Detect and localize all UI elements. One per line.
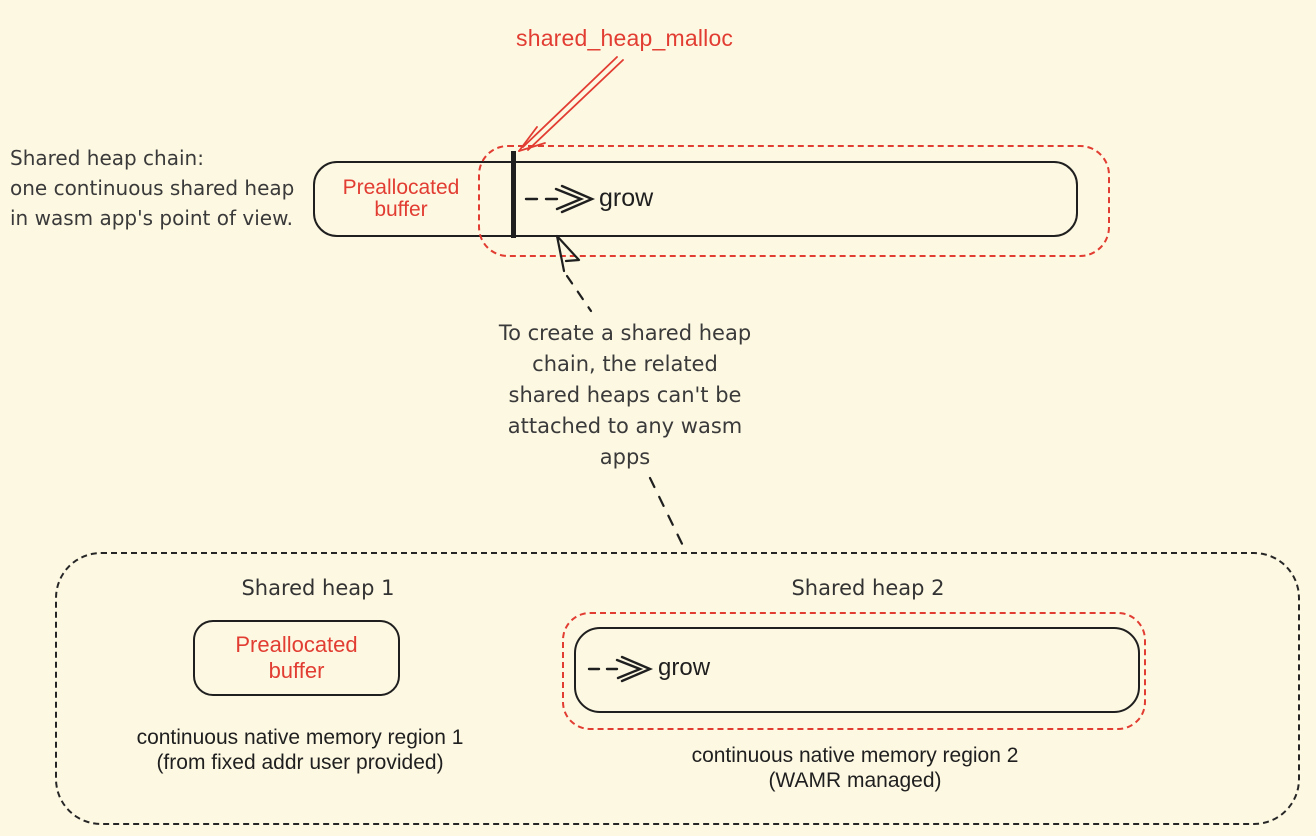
wamr-managed-region-outline-bottom xyxy=(562,612,1146,730)
note-line-5: apps xyxy=(599,445,651,469)
chain-creation-note: To create a shared heap chain, the relat… xyxy=(485,318,765,473)
shared-heap-1-title: Shared heap 1 xyxy=(241,576,395,600)
description-line-2: one continuous shared heap xyxy=(10,176,295,200)
heap-divider-line xyxy=(511,151,516,238)
note-connector-bottom xyxy=(648,476,688,554)
shared-heap-2-title: Shared heap 2 xyxy=(791,576,945,600)
shared-heap-1-box: Preallocated buffer xyxy=(193,620,400,696)
grow-label-top: grow xyxy=(599,184,654,212)
heap-chain-description: Shared heap chain: one continuous shared… xyxy=(10,143,294,233)
preallocated-buffer-bottom-line-2: buffer xyxy=(268,658,325,683)
shared-heap-2-box xyxy=(574,627,1140,713)
memory-region-1-caption-line-2: (from fixed addr user provided) xyxy=(156,751,444,774)
note-line-1: To create a shared heap xyxy=(498,321,752,345)
shared-heap-chain-box xyxy=(313,161,1078,237)
grow-label-bottom: grow xyxy=(658,654,711,681)
preallocated-buffer-top-line-1: Preallocated xyxy=(342,176,460,199)
malloc-arrow xyxy=(518,56,624,152)
description-line-3: in wasm app's point of view. xyxy=(10,206,293,230)
memory-region-1-caption-line-1: continuous native memory region 1 xyxy=(136,726,464,749)
note-connector-top xyxy=(565,274,593,313)
note-line-2: chain, the related xyxy=(532,352,718,376)
memory-region-1-caption: continuous native memory region 1 (from … xyxy=(100,725,500,775)
preallocated-buffer-top-line-2: buffer xyxy=(374,198,428,221)
memory-region-2-caption-line-2: (WAMR managed) xyxy=(768,769,942,792)
memory-region-2-caption: continuous native memory region 2 (WAMR … xyxy=(655,743,1055,793)
note-line-3: shared heaps can't be xyxy=(508,383,742,407)
memory-region-2-caption-line-1: continuous native memory region 2 xyxy=(691,744,1019,767)
note-line-4: attached to any wasm xyxy=(507,414,743,438)
preallocated-buffer-bottom-line-1: Preallocated xyxy=(235,632,358,657)
preallocated-buffer-label-top: Preallocated buffer xyxy=(326,168,476,230)
wamr-managed-region-outline-top xyxy=(478,145,1110,257)
description-line-1: Shared heap chain: xyxy=(10,146,204,170)
shared-heap-malloc-label: shared_heap_malloc xyxy=(516,25,734,51)
